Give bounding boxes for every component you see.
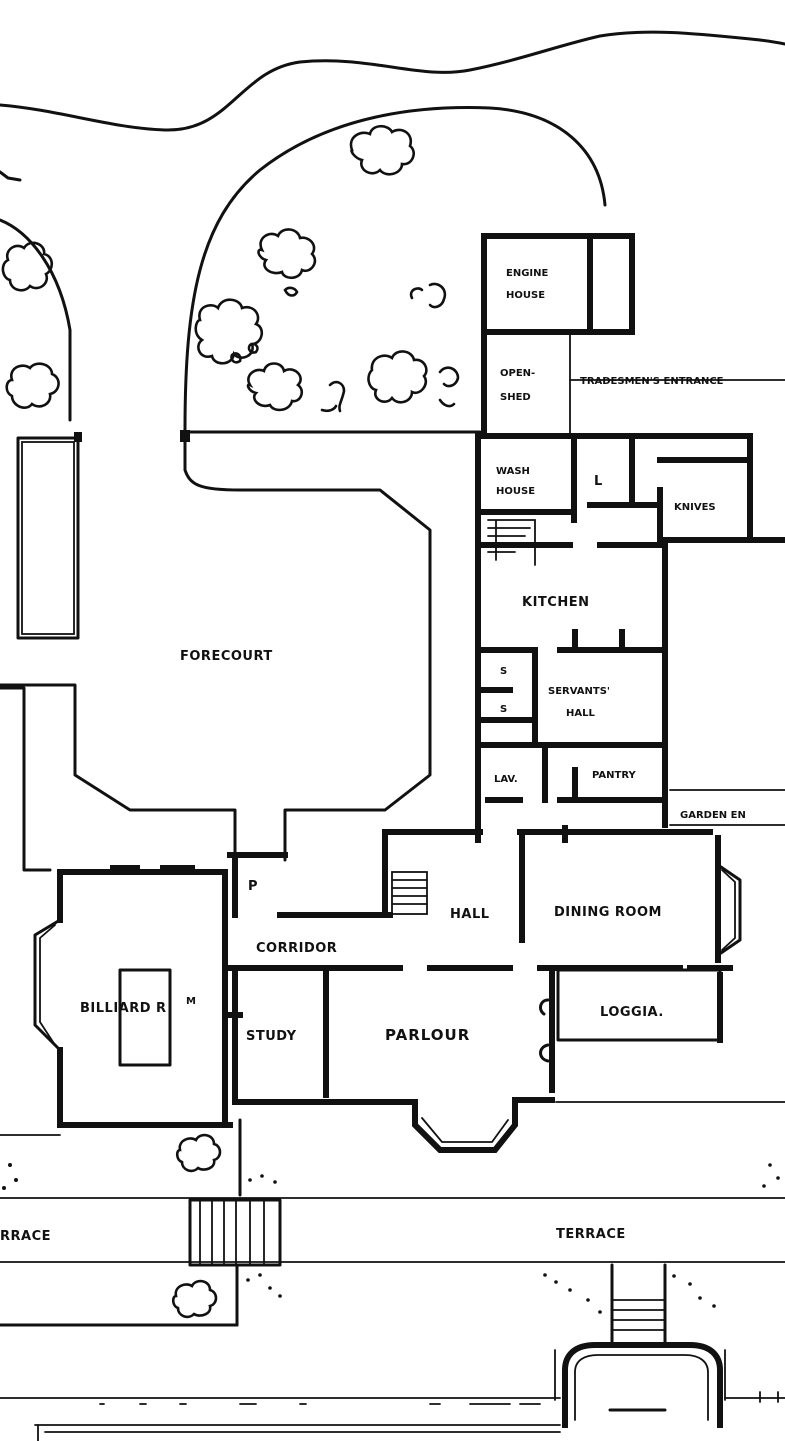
label-billiard-room: BILLIARD R (80, 1001, 167, 1016)
label-engine-house-1: ENGINE (506, 268, 548, 279)
label-engine-house-2: HOUSE (506, 290, 545, 301)
label-tradesmens-entrance: TRADESMEN'S ENTRANCE (580, 376, 724, 387)
kitchen-wing (475, 433, 785, 843)
label-billiard-room-sup: M (186, 996, 196, 1007)
label-forecourt: FORECOURT (180, 649, 273, 664)
garden-arc (183, 106, 607, 432)
label-larder: L (594, 474, 603, 489)
tree-icon (349, 124, 415, 176)
service-stair (487, 519, 536, 566)
label-porch: P (248, 879, 258, 894)
tree-icon (246, 362, 304, 412)
label-lav: LAV. (494, 774, 518, 785)
label-store-1: S (500, 666, 507, 677)
label-pantry: PANTRY (592, 770, 636, 781)
label-servants-hall-1: SERVANTS' (548, 686, 610, 697)
label-store-2: S (500, 704, 507, 715)
tree-icon (5, 362, 60, 409)
tree-icon (257, 228, 317, 280)
tree-icon (194, 298, 264, 365)
label-loggia: LOGGIA. (600, 1005, 664, 1020)
drive-boundary (0, 30, 785, 132)
label-corridor: CORRIDOR (256, 941, 337, 956)
label-wash-house-2: HOUSE (496, 486, 535, 497)
tree-icon (1, 241, 54, 292)
label-terrace-right: TERRACE (556, 1227, 626, 1242)
forecourt-outline (180, 430, 482, 862)
label-study: STUDY (246, 1029, 297, 1044)
tree-icon (171, 1279, 218, 1319)
main-stair (391, 879, 428, 905)
label-wash-house-1: WASH (496, 466, 530, 477)
tree-icon (175, 1133, 222, 1173)
left-garden (0, 432, 237, 872)
label-open-shed-1: OPEN- (500, 368, 535, 379)
terrace-steps (188, 1198, 282, 1267)
billiard-block (33, 865, 233, 1128)
trees (1, 124, 460, 1319)
label-garden-entrance: GARDEN EN (680, 810, 746, 821)
tree-icon (367, 350, 428, 404)
garden-outlines (0, 30, 785, 432)
label-knives: KNIVES (674, 502, 716, 513)
label-terrace-left: RRACE (0, 1229, 51, 1244)
main-block (222, 825, 785, 1153)
label-parlour: PARLOUR (385, 1026, 470, 1044)
billiard-table (118, 968, 172, 1067)
label-kitchen: KITCHEN (522, 595, 589, 610)
label-dining-room: DINING ROOM (554, 905, 662, 920)
room-labels: ENGINE HOUSE OPEN- SHED TRADESMEN'S ENTR… (0, 268, 746, 1244)
label-hall: HALL (450, 907, 490, 922)
service-block (481, 233, 785, 439)
label-servants-hall-2: HALL (566, 708, 595, 719)
left-drive-curve (0, 218, 72, 422)
label-open-shed-2: SHED (500, 392, 531, 403)
terrace (0, 1118, 785, 1441)
